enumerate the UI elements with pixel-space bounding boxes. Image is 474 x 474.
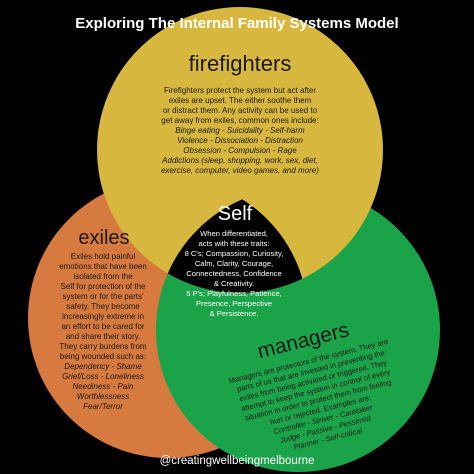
self-line: Calm, Clarity, Courage, [195,259,273,268]
exiles-line: Exiles hold painful [71,252,136,261]
self-line: Presence, Perspective [196,299,272,308]
exiles-heading: exiles [78,227,129,249]
self-line: & Creativity. [214,279,254,288]
firefighters-text: Firefighters protect the system but act … [161,86,319,175]
exiles-line: safety. They become [66,302,140,311]
exiles-example: Dependency - Shame [64,362,142,371]
firefighters-heading: firefighters [189,51,292,76]
firefighters-line: or distract them. Any activity can be us… [163,106,318,115]
self-line: 5 P's; Playfulness, Patience, [186,289,282,298]
firefighters-example: Binge eating - Suicidality - Self-harm [175,126,305,135]
exiles-example: Worthlessness [77,392,129,401]
self-line: Connectedness, Confidence [186,269,281,278]
firefighters-circle [97,7,383,293]
exiles-example: Neediness - Pain [73,382,134,391]
exiles-line: being wounded such as: [60,352,146,361]
exiles-example: Fear/Terror [83,402,123,411]
exiles-line: and share their story. [66,332,141,341]
self-region [156,188,308,293]
firefighters-line: Firefighters protect the system but act … [164,86,316,95]
self-text: When differentiated, acts with these tra… [185,229,284,318]
exiles-line: They carry burdens from [59,342,146,351]
firefighters-line: exiles are upset. The either soothe them [169,96,312,105]
exiles-line: Self for protection of the [61,282,146,291]
exiles-line: emotions that have been [59,262,147,271]
exiles-line: isolated from the [73,272,133,281]
exiles-line: increasingly extreme in [62,312,144,321]
firefighters-line: get away from exiles, common ones includ… [161,116,318,125]
firefighters-example: Addictions (sleep, shopping, work, sex, … [161,156,318,165]
exiles-text: Exiles hold painful emotions that have b… [59,252,147,411]
self-line: When differentiated, [200,229,268,238]
exiles-line: system or for the parts' [62,292,144,301]
footer-handle: @creatingwellbeingmelbourne [160,455,315,467]
firefighters-example: Violence - Dissociation - Distraction [177,136,303,145]
self-heading: Self [218,203,253,225]
self-line: 8 C's; Compassion, Curiosity, [185,249,284,258]
exiles-line: an effort to be cared for [61,322,144,331]
exiles-example: Grief/Loss - Loneliness [62,372,144,381]
firefighters-example: exercise, computer, video games, and mor… [161,166,319,175]
page-title: Exploring The Internal Family Systems Mo… [75,15,398,32]
self-line: acts with these traits: [199,239,270,248]
firefighters-example: Obsession - Compulsion - Rage [183,146,297,155]
self-line: & Persistence. [210,309,259,318]
